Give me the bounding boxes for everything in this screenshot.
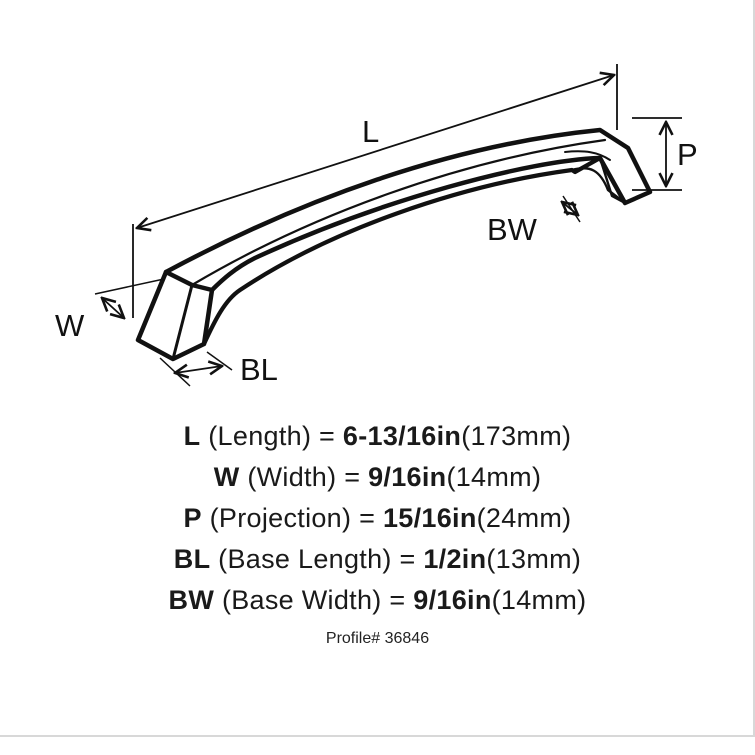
spec-imperial: 6-13/16in — [342, 421, 462, 451]
cabinet-pull-handle — [135, 127, 653, 362]
spec-width: W (Width) = 9/16in(14mm) — [0, 457, 755, 498]
projection-label: P — [677, 137, 698, 172]
spec-imperial: 1/2in — [423, 544, 487, 574]
profile-number: Profile# 36846 — [325, 630, 430, 647]
dimension-specs: L (Length) = 6-13/16in(173mm) W (Width) … — [0, 416, 755, 621]
projection-dimension — [632, 117, 682, 191]
spec-name: (Width) = — [239, 462, 369, 492]
spec-name: (Base Length) = — [210, 544, 424, 574]
spec-length: L (Length) = 6-13/16in(173mm) — [0, 416, 755, 457]
spec-base-length: BL (Base Length) = 1/2in(13mm) — [0, 539, 755, 580]
spec-projection: P (Projection) = 15/16in(24mm) — [0, 498, 755, 539]
spec-abbr: L — [183, 421, 201, 451]
spec-name: (Base Width) = — [214, 585, 414, 615]
spec-base-width: BW (Base Width) = 9/16in(14mm) — [0, 580, 755, 621]
frame-right-border — [753, 0, 755, 735]
base-length-label: BL — [240, 352, 278, 387]
spec-abbr: BL — [173, 544, 211, 574]
spec-metric: (24mm) — [476, 503, 572, 533]
spec-imperial: 15/16in — [382, 503, 477, 533]
width-label: W — [55, 308, 85, 343]
base-length-dimension — [159, 351, 233, 387]
spec-imperial: 9/16in — [413, 585, 492, 615]
base-width-label: BW — [487, 212, 538, 247]
spec-name: (Length) = — [200, 421, 343, 451]
spec-name: (Projection) = — [201, 503, 383, 533]
spec-metric: (14mm) — [446, 462, 542, 492]
handle-dimension-drawing: L P BW W BL — [55, 64, 698, 387]
spec-abbr: BW — [168, 585, 215, 615]
spec-abbr: P — [183, 503, 202, 533]
spec-imperial: 9/16in — [368, 462, 447, 492]
frame-bottom-border — [0, 735, 755, 737]
length-dimension — [132, 64, 618, 318]
length-label: L — [362, 114, 379, 149]
spec-abbr: W — [213, 462, 240, 492]
spec-metric: (14mm) — [491, 585, 587, 615]
base-width-dimension — [562, 195, 581, 223]
spec-metric: (13mm) — [486, 544, 582, 574]
width-dimension — [94, 278, 165, 318]
spec-metric: (173mm) — [461, 421, 572, 451]
